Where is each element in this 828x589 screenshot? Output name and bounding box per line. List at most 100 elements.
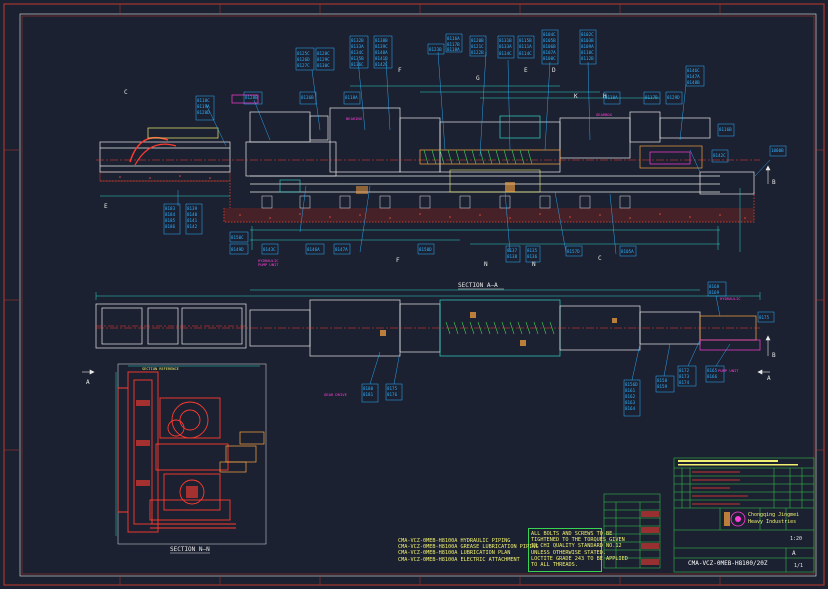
- svg-text:8157D: 8157D: [567, 249, 580, 254]
- svg-text:8185: 8185: [165, 218, 176, 223]
- svg-text:8123B: 8123B: [429, 47, 442, 52]
- svg-text:8114C: 8114C: [519, 51, 532, 56]
- svg-text:SECTION REFERENCE: SECTION REFERENCE: [142, 367, 179, 371]
- revision-letter: A: [792, 550, 796, 557]
- company-name-cn: Chongqing Jingmei: [748, 512, 800, 518]
- svg-text:8181: 8181: [363, 392, 374, 397]
- svg-text:8119A: 8119A: [197, 104, 210, 109]
- svg-text:8128B: 8128B: [245, 95, 258, 100]
- svg-text:8136: 8136: [527, 254, 538, 259]
- svg-text:8136C: 8136C: [351, 62, 364, 67]
- svg-text:GEAR DRIVE: GEAR DRIVE: [324, 392, 348, 397]
- svg-text:8164: 8164: [625, 406, 636, 411]
- svg-text:8134C: 8134C: [351, 50, 364, 55]
- svg-text:8149D: 8149D: [231, 247, 244, 252]
- svg-text:8180: 8180: [363, 386, 374, 391]
- svg-text:8117B: 8117B: [447, 42, 460, 47]
- svg-text:8133A: 8133A: [351, 44, 364, 49]
- reference-line: CMA-VCZ-0MEB-H8100A LUBRICATION PLAN: [398, 550, 511, 557]
- section-arrows: [82, 165, 771, 375]
- svg-text:HYDRAULIC: HYDRAULIC: [720, 296, 741, 301]
- svg-text:8130C: 8130C: [317, 63, 330, 68]
- title-block-rev-lines: [692, 471, 748, 505]
- svg-text:8165: 8165: [707, 368, 718, 373]
- note-line: TO ALL THREADS.: [531, 562, 578, 569]
- svg-text:8147A: 8147A: [335, 247, 348, 252]
- notes-box: [528, 528, 602, 572]
- svg-text:GEARBOX: GEARBOX: [596, 112, 613, 117]
- svg-text:HYDRAULIC: HYDRAULIC: [258, 258, 279, 263]
- svg-text:8125C: 8125C: [297, 51, 310, 56]
- svg-text:8172: 8172: [679, 368, 690, 373]
- svg-text:8147A: 8147A: [687, 74, 700, 79]
- svg-text:8186: 8186: [165, 224, 176, 229]
- motor-units: [231, 94, 691, 165]
- title-block-header-marks: [678, 460, 798, 466]
- svg-text:8166: 8166: [707, 374, 718, 379]
- callout-leaders: [177, 51, 771, 255]
- note-line: UNLESS OTHERWISE STATED.: [531, 549, 606, 556]
- lubrication-table-fill: [641, 511, 659, 565]
- svg-text:E: E: [524, 67, 528, 74]
- svg-text:N: N: [532, 261, 536, 268]
- svg-text:K: K: [574, 93, 578, 100]
- svg-text:8106B: 8106B: [543, 44, 556, 49]
- callout-boxes-elev-bottom: [163, 203, 637, 263]
- title-block: [673, 457, 815, 573]
- svg-text:8168: 8168: [709, 284, 720, 289]
- svg-text:8139C: 8139C: [375, 44, 388, 49]
- svg-text:B: B: [772, 179, 776, 186]
- svg-text:8111A: 8111A: [519, 44, 532, 49]
- svg-text:A: A: [86, 379, 90, 386]
- svg-text:1000B: 1000B: [771, 148, 784, 153]
- svg-text:8140A: 8140A: [375, 50, 388, 55]
- svg-text:8112B: 8112B: [581, 56, 594, 61]
- note-line: TIGHTENED TO THE TORQUES GIVEN: [531, 537, 625, 544]
- sheet-number: 1/1: [794, 563, 804, 569]
- svg-text:8142C: 8142C: [713, 153, 726, 158]
- svg-text:8108C: 8108C: [543, 56, 556, 61]
- feed-screw-assembly: [279, 115, 561, 194]
- svg-text:8116B: 8116B: [719, 127, 732, 132]
- svg-text:8126D: 8126D: [297, 57, 310, 62]
- svg-text:8138B: 8138B: [375, 38, 388, 43]
- note-line: IN CHI QUALITY STANDARD NO.12: [531, 543, 622, 550]
- note-line: LOCTITE GRADE 243 TO BE APPLIED: [531, 555, 628, 562]
- dimension-lines: [100, 85, 741, 252]
- general-notes: ALL BOLTS AND SCREWS TO BE TIGHTENED TO …: [531, 531, 628, 568]
- svg-text:8141B: 8141B: [375, 56, 388, 61]
- reference-line: CMA-VCZ-0MEB-H8100A ELECTRIC ATTACHMENT: [398, 556, 520, 563]
- svg-text:E: E: [104, 203, 108, 210]
- svg-text:A: A: [767, 375, 771, 382]
- svg-text:8128C: 8128C: [317, 51, 330, 56]
- svg-text:8136B: 8136B: [301, 95, 314, 100]
- svg-text:8107A: 8107A: [543, 50, 556, 55]
- svg-text:8118A: 8118A: [345, 95, 358, 100]
- title-block-logo: [724, 511, 746, 527]
- svg-text:PUMP UNIT: PUMP UNIT: [258, 262, 279, 267]
- svg-text:8175: 8175: [387, 386, 398, 391]
- svg-text:8184: 8184: [165, 212, 176, 217]
- svg-text:8142C: 8142C: [375, 62, 388, 67]
- svg-text:PUMP UNIT: PUMP UNIT: [718, 368, 739, 373]
- svg-text:8115B: 8115B: [519, 38, 532, 43]
- svg-text:8104C: 8104C: [543, 32, 556, 37]
- svg-text:8174: 8174: [679, 380, 690, 385]
- svg-text:8134C: 8134C: [499, 51, 512, 56]
- svg-text:F: F: [396, 257, 400, 264]
- svg-text:G: G: [476, 75, 480, 82]
- section-a-a-title: SECTION A—A: [458, 282, 498, 289]
- svg-text:8148B: 8148B: [687, 80, 700, 85]
- svg-text:8169: 8169: [709, 290, 720, 295]
- svg-text:8183: 8183: [165, 206, 176, 211]
- svg-text:8135B: 8135B: [351, 56, 364, 61]
- callout-boxes-top: [195, 29, 787, 163]
- svg-text:8103B: 8103B: [581, 38, 594, 43]
- drawing-number: CMA-VCZ-0MEB-H8100/20Z: [688, 560, 768, 567]
- svg-text:8129C: 8129C: [317, 57, 330, 62]
- svg-text:8110C: 8110C: [581, 50, 594, 55]
- svg-text:8137: 8137: [507, 248, 518, 253]
- svg-text:D: D: [552, 67, 556, 74]
